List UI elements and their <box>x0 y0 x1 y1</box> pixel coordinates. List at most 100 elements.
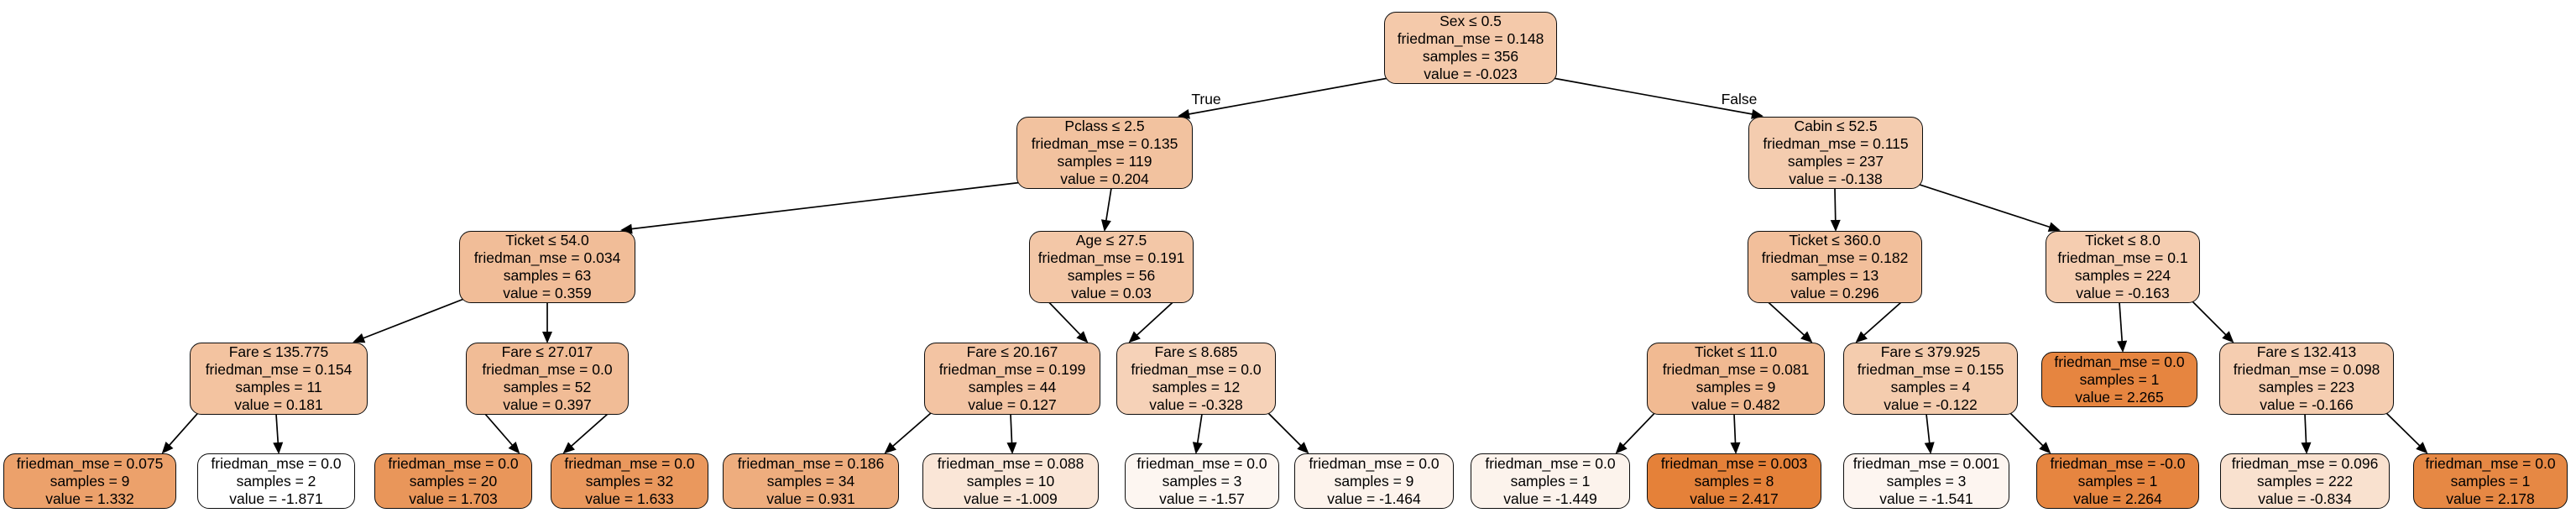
node-line: samples = 1 <box>2079 370 2160 388</box>
node-line: friedman_mse = 0.154 <box>205 361 353 378</box>
tree-edge-n9-n20 <box>1006 413 1017 454</box>
node-line: Sex ≤ 0.5 <box>1440 13 1502 29</box>
node-line: samples = 222 <box>2256 472 2354 489</box>
node-line: samples = 44 <box>968 379 1057 395</box>
tree-edge-n6-n14 <box>2186 295 2234 343</box>
tree-edge-n10-n22 <box>1262 406 1309 454</box>
node-line: value = -0.138 <box>1789 170 1883 187</box>
tree-edge-n3-n7 <box>353 295 473 343</box>
node-line: samples = 223 <box>2258 379 2355 395</box>
node-line: friedman_mse = 0.199 <box>938 361 1086 378</box>
node-line: samples = 237 <box>1787 153 1884 170</box>
node-line: friedman_mse = 0.0 <box>1136 454 1267 472</box>
node-line: friedman_mse = 0.135 <box>1031 135 1178 152</box>
node-line: samples = 20 <box>409 472 498 489</box>
node-line: value = -0.834 <box>2258 489 2352 507</box>
node-line: samples = 10 <box>966 472 1055 489</box>
node-line: value = -1.871 <box>229 489 323 507</box>
node-line: friedman_mse = 0.075 <box>16 454 164 472</box>
node-line: Fare ≤ 20.167 <box>966 343 1058 360</box>
tree-edge-n4-n9 <box>1042 295 1089 343</box>
node-line: value = 1.703 <box>409 489 498 507</box>
node-line: samples = 9 <box>1696 379 1776 395</box>
node-line: value = 1.332 <box>45 489 134 507</box>
node-line: value = 0.359 <box>503 285 592 301</box>
tree-edge-n10-n21 <box>1192 413 1203 454</box>
tree-edge-n2-n5 <box>1830 187 1841 232</box>
node-line: value = -0.163 <box>2076 285 2170 301</box>
node-line: samples = 1 <box>2450 472 2531 489</box>
node-line: value = -1.009 <box>964 489 1058 507</box>
tree-edge-n12-n26 <box>2004 406 2051 454</box>
node-line: samples = 13 <box>1790 267 1879 284</box>
node-line: value = 0.931 <box>766 489 855 507</box>
node-line: value = -1.57 <box>1159 489 1245 507</box>
node-line: samples = 11 <box>235 379 322 395</box>
tree-edge-n11-n24 <box>1730 413 1741 454</box>
tree-edge-n6-n13 <box>2117 301 2128 353</box>
node-line: friedman_mse = -0.0 <box>2050 454 2186 472</box>
node-line: Pclass ≤ 2.5 <box>1064 118 1145 134</box>
node-line: samples = 32 <box>585 472 674 489</box>
node-line: samples = 9 <box>1334 472 1414 489</box>
node-line: friedman_mse = 0.148 <box>1397 30 1544 47</box>
node-line: friedman_mse = 0.0 <box>2425 454 2556 472</box>
node-line: Cabin ≤ 52.5 <box>1794 118 1878 134</box>
tree-edge-n0-n2 <box>1543 76 1763 119</box>
edge-label-false: False <box>1721 91 1758 107</box>
tree-edge-n0-n1 <box>1178 76 1398 119</box>
node-line: samples = 56 <box>1067 267 1156 284</box>
tree-edge-n12-n25 <box>1924 413 1935 454</box>
node-line: samples = 1 <box>2077 472 2158 489</box>
tree-edge-n1-n3 <box>620 181 1031 234</box>
tree-edge-n5-n11 <box>1760 295 1813 343</box>
tree-edge-n8-n17 <box>478 406 520 454</box>
node-line: friedman_mse = 0.155 <box>1857 361 2004 378</box>
tree-edge-n8-n18 <box>562 406 616 454</box>
node-line: value = -0.023 <box>1424 65 1518 82</box>
node-line: friedman_mse = 0.034 <box>473 249 621 266</box>
node-line: samples = 119 <box>1057 153 1152 170</box>
node-line: value = 0.397 <box>503 396 592 413</box>
tree-edge-n11-n23 <box>1615 406 1661 454</box>
node-line: value = 0.296 <box>1790 285 1879 301</box>
node-line: friedman_mse = 0.0 <box>388 454 519 472</box>
tree-edge-n2-n6 <box>1909 181 2061 232</box>
node-line: value = 0.127 <box>968 396 1057 413</box>
node-line: samples = 9 <box>50 472 130 489</box>
tree-edge-n4-n10 <box>1128 295 1181 343</box>
node-line: friedman_mse = 0.186 <box>737 454 885 472</box>
node-line: value = 1.633 <box>585 489 674 507</box>
node-line: value = 0.181 <box>234 396 323 413</box>
node-line: value = 0.482 <box>1691 396 1780 413</box>
node-line: value = 0.204 <box>1060 170 1149 187</box>
node-line: value = 0.03 <box>1071 285 1152 301</box>
node-line: Fare ≤ 8.685 <box>1154 343 1238 360</box>
node-line: friedman_mse = 0.096 <box>2231 454 2379 472</box>
node-line: Fare ≤ 27.017 <box>501 343 593 360</box>
tree-edge-n14-n27 <box>2301 413 2312 454</box>
node-line: friedman_mse = 0.115 <box>1763 135 1909 152</box>
